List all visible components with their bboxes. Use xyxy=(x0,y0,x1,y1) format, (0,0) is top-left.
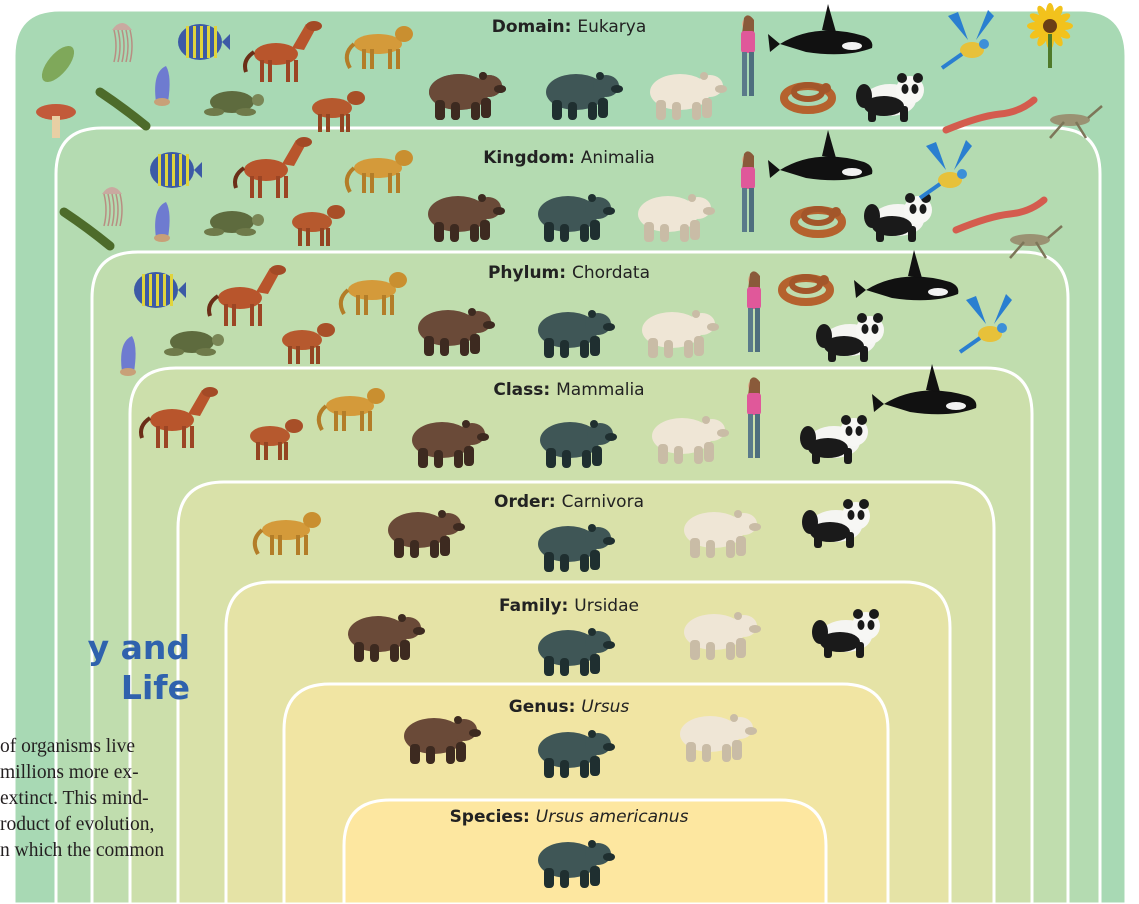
level-label: Domain: Eukarya xyxy=(492,17,647,37)
rank-name: Genus: xyxy=(509,697,582,717)
body-line: of organisms live xyxy=(0,734,200,760)
section-body-text: of organisms live millions more ex- exti… xyxy=(0,734,200,864)
level-label: Species: Ursus americanus xyxy=(450,807,689,827)
rank-name: Class: xyxy=(493,380,556,400)
taxon-name: Carnivora xyxy=(562,492,644,512)
taxon-name: Chordata xyxy=(572,263,650,283)
taxon-name: Eukarya xyxy=(577,17,646,37)
taxon-name: Ursidae xyxy=(574,596,639,616)
rank-name: Phylum: xyxy=(488,263,572,283)
level-label: Phylum: Chordata xyxy=(488,263,650,283)
section-heading-line: y and xyxy=(0,628,190,668)
body-line: extinct. This mind- xyxy=(0,786,200,812)
taxon-name: Animalia xyxy=(581,148,655,168)
rank-name: Order: xyxy=(494,492,562,512)
body-line: roduct of evolution, xyxy=(0,812,200,838)
rank-name: Kingdom: xyxy=(483,148,581,168)
level-label: Order: Carnivora xyxy=(494,492,644,512)
taxon-name: Ursus americanus xyxy=(536,807,689,827)
body-line: n which the common xyxy=(0,838,200,864)
rank-name: Species: xyxy=(450,807,536,827)
body-line: millions more ex- xyxy=(0,760,200,786)
level-label: Kingdom: Animalia xyxy=(483,148,655,168)
taxon-name: Ursus xyxy=(581,697,629,717)
level-label: Genus: Ursus xyxy=(509,697,630,717)
level-label: Family: Ursidae xyxy=(499,596,639,616)
level-label: Class: Mammalia xyxy=(493,380,644,400)
rank-name: Domain: xyxy=(492,17,578,37)
rank-name: Family: xyxy=(499,596,574,616)
taxon-name: Mammalia xyxy=(556,380,645,400)
section-heading: y and Life xyxy=(0,628,190,708)
section-heading-line: Life xyxy=(0,668,190,708)
